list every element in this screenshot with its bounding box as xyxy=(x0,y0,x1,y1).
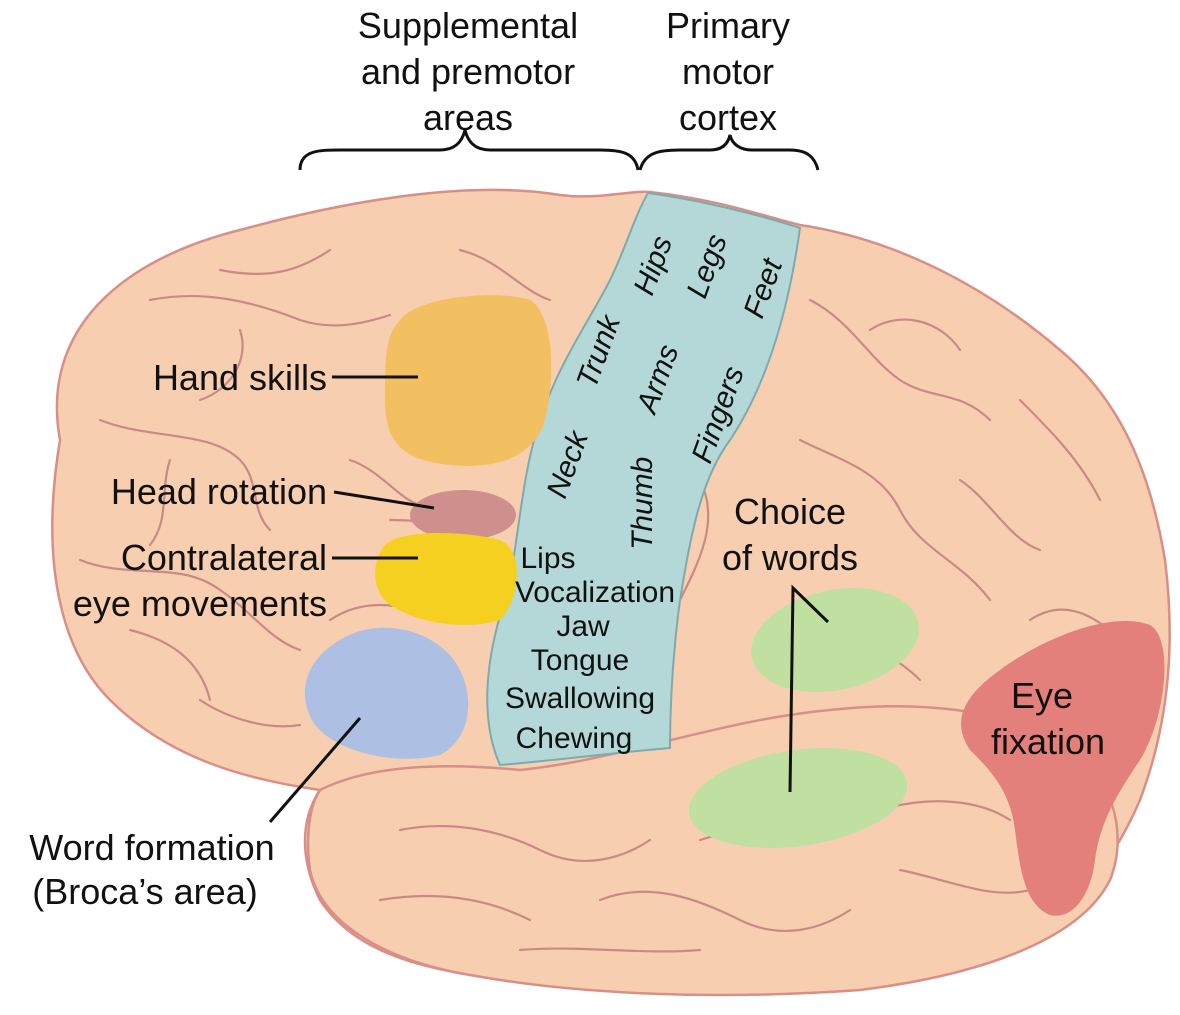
label-head-rotation: Head rotation xyxy=(111,471,327,512)
head-rotation-region xyxy=(410,490,516,540)
label-choice-of-words-line-1: Choice xyxy=(734,491,846,532)
strip-label-jaw: Jaw xyxy=(556,610,610,643)
motor-header-line-1: Primary xyxy=(666,5,790,46)
label-choice-of-words-line-2: of words xyxy=(722,537,858,578)
strip-label-vocalization: Vocalization xyxy=(515,576,675,609)
label-word-formation-line-1: Word formation xyxy=(29,827,274,868)
label-word-formation-line-2: (Broca’s area) xyxy=(32,871,257,912)
premotor-header-line-3: areas xyxy=(423,97,513,138)
strip-label-thumb: Thumb xyxy=(626,457,659,550)
premotor-header-line-1: Supplemental xyxy=(358,5,578,46)
strip-label-swallowing: Swallowing xyxy=(505,682,655,715)
label-contralateral-line-2: eye movements xyxy=(73,583,327,624)
label-eye-fixation-line-1: Eye xyxy=(1011,675,1073,716)
strip-label-chewing: Chewing xyxy=(516,722,633,755)
label-eye-fixation-line-2: fixation xyxy=(991,721,1105,762)
label-hand-skills: Hand skills xyxy=(153,357,327,398)
strip-label-lips: Lips xyxy=(520,542,575,575)
motor-header-line-3: cortex xyxy=(679,97,777,138)
label-contralateral-line-1: Contralateral xyxy=(121,537,327,578)
strip-label-tongue: Tongue xyxy=(531,644,629,677)
premotor-header-line-2: and premotor xyxy=(361,51,575,92)
motor-brace xyxy=(640,135,818,170)
hand-skills-region xyxy=(385,295,551,466)
motor-header-line-2: motor xyxy=(682,51,774,92)
